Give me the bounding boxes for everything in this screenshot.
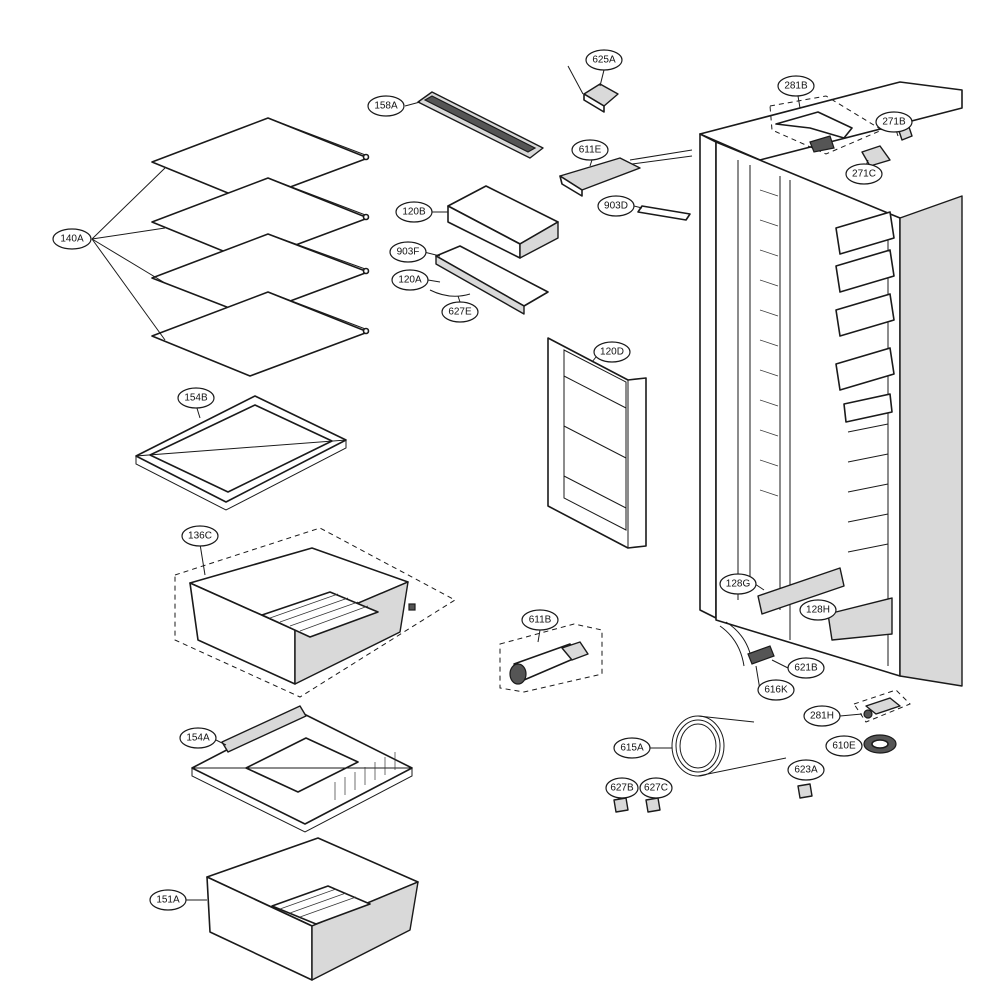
svg-text:120D: 120D xyxy=(600,347,624,358)
callout-271c: 271C xyxy=(845,163,883,185)
svg-text:271B: 271B xyxy=(882,117,906,128)
svg-text:625A: 625A xyxy=(592,55,616,66)
svg-text:627B: 627B xyxy=(610,783,634,794)
callout-154b: 154B xyxy=(177,387,215,409)
tubing-coil-615a xyxy=(671,715,787,777)
part-611e xyxy=(559,149,693,197)
svg-text:627E: 627E xyxy=(448,307,472,318)
leader-627e xyxy=(457,295,461,303)
leader-120a xyxy=(427,279,441,283)
leader-611e xyxy=(589,159,593,167)
leader-154a xyxy=(215,739,227,746)
part-120b xyxy=(447,185,559,259)
leader-281b xyxy=(797,95,801,109)
tubes-621b-616k xyxy=(719,621,775,667)
leader-136c xyxy=(199,543,206,576)
glass-shelves-140a xyxy=(151,117,370,377)
svg-text:158A: 158A xyxy=(374,101,398,112)
part-281h xyxy=(853,689,911,723)
callout-120a: 120A xyxy=(391,269,429,291)
leader-611b xyxy=(537,629,541,643)
svg-text:623A: 623A xyxy=(794,765,818,776)
callout-120d: 120D xyxy=(593,341,631,363)
part-625a xyxy=(567,65,619,113)
clip-627c xyxy=(645,797,661,813)
svg-text:610E: 610E xyxy=(832,741,856,752)
callout-903d: 903D xyxy=(597,195,635,217)
callout-158a: 158A xyxy=(367,95,405,117)
callout-120b: 120B xyxy=(395,201,433,223)
svg-text:154A: 154A xyxy=(186,733,210,744)
part-610e xyxy=(863,734,897,754)
callout-621b: 621B xyxy=(787,657,825,679)
panel-120d xyxy=(547,337,647,549)
callout-627e: 627E xyxy=(441,301,479,323)
drawer-136c xyxy=(174,527,456,698)
svg-text:140A: 140A xyxy=(60,234,84,245)
svg-text:621B: 621B xyxy=(794,663,818,674)
callout-615a: 615A xyxy=(613,737,651,759)
part-903d xyxy=(637,205,691,221)
callout-154a: 154A xyxy=(179,727,217,749)
callout-281h: 281H xyxy=(803,705,841,727)
drawer-frame-154a xyxy=(191,705,413,833)
callout-611b: 611B xyxy=(521,609,559,631)
svg-text:611E: 611E xyxy=(579,145,602,156)
leader-621b xyxy=(771,659,789,669)
leader-903d xyxy=(633,205,643,209)
svg-text:136C: 136C xyxy=(188,531,212,542)
callout-136c: 136C xyxy=(181,525,219,547)
clip-627b xyxy=(613,797,629,813)
callout-623a: 623A xyxy=(787,759,825,781)
leader-625a xyxy=(599,69,605,87)
leader-140a xyxy=(91,167,166,341)
svg-text:903F: 903F xyxy=(397,247,420,258)
part-281b xyxy=(769,95,884,155)
callout-903f: 903F xyxy=(389,241,427,263)
leader-158a xyxy=(404,101,421,107)
svg-text:128G: 128G xyxy=(726,579,751,590)
svg-text:128H: 128H xyxy=(806,605,830,616)
callout-610e: 610E xyxy=(825,735,863,757)
svg-text:120A: 120A xyxy=(398,275,422,286)
svg-text:271C: 271C xyxy=(852,169,876,180)
callout-281b: 281B xyxy=(777,75,815,97)
drawer-151a xyxy=(206,837,419,981)
svg-text:615A: 615A xyxy=(620,743,644,754)
crisper-cover-154b xyxy=(135,395,347,511)
svg-text:616K: 616K xyxy=(764,685,788,696)
svg-text:281H: 281H xyxy=(810,711,834,722)
callout-128g: 128G xyxy=(719,573,757,595)
callout-625a: 625A xyxy=(585,49,623,71)
callout-140a: 140A xyxy=(52,228,92,250)
svg-text:903D: 903D xyxy=(604,201,628,212)
filter-611b xyxy=(499,623,603,693)
svg-text:151A: 151A xyxy=(156,895,180,906)
callout-611e: 611E xyxy=(571,139,609,161)
svg-text:627C: 627C xyxy=(644,783,668,794)
clip-623a xyxy=(797,783,813,799)
svg-text:611B: 611B xyxy=(529,615,552,626)
callout-151a: 151A xyxy=(149,889,187,911)
callout-627b: 627B xyxy=(605,777,639,799)
svg-text:281B: 281B xyxy=(784,81,808,92)
leader-281h xyxy=(839,713,863,717)
cabinet xyxy=(699,81,963,687)
part-120a xyxy=(429,245,549,315)
svg-text:154B: 154B xyxy=(184,393,208,404)
callout-627c: 627C xyxy=(639,777,673,799)
callout-271b: 271B xyxy=(875,111,913,133)
callout-616k: 616K xyxy=(757,679,795,701)
callout-128h: 128H xyxy=(799,599,837,621)
svg-text:120B: 120B xyxy=(402,207,426,218)
leader-903f xyxy=(423,251,441,257)
duct-158a xyxy=(417,91,544,159)
part-271c xyxy=(861,145,891,167)
